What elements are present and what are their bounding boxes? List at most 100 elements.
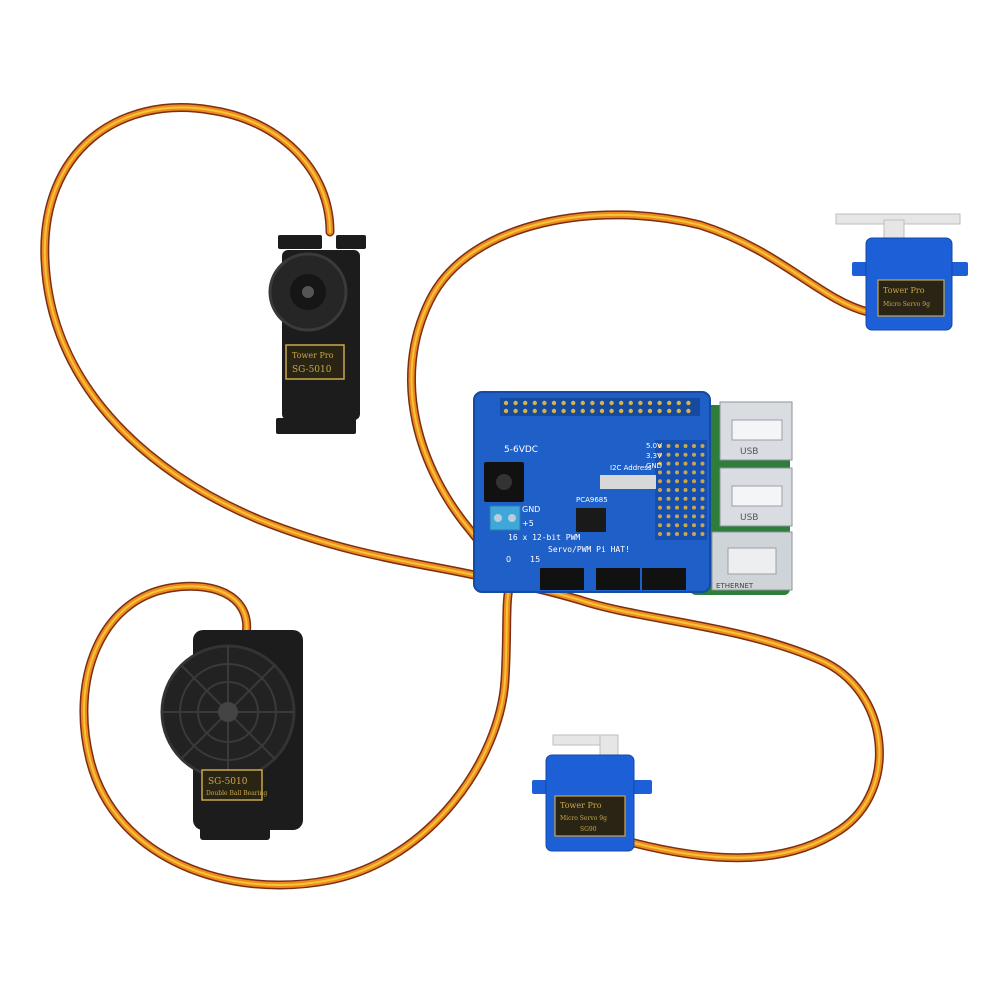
- proto-hole: [692, 514, 696, 519]
- proto-hole: [692, 470, 696, 475]
- proto-hole: [692, 488, 696, 492]
- gpio-pin: [590, 408, 595, 414]
- gpio-pin: [628, 408, 633, 414]
- gpio-header-icon: [500, 398, 700, 416]
- usb-port-icon: USB: [719, 401, 793, 461]
- proto-hole: [683, 479, 688, 484]
- micro-servo-right-brand: Tower Pro: [883, 286, 925, 295]
- proto-hole: [666, 496, 671, 501]
- gpio-pin: [503, 400, 509, 406]
- gpio-pin: [686, 408, 691, 414]
- proto-hole: [675, 444, 679, 448]
- gpio-pin: [599, 400, 605, 406]
- gpio-pin: [503, 408, 509, 414]
- proto-hole: [700, 479, 705, 484]
- hat-title-line1: 16 x 12-bit PWM: [508, 533, 580, 542]
- big-servo-top-model: SG-5010: [292, 365, 332, 375]
- proto-hole: [666, 523, 671, 528]
- big-servo-top-brand: Tower Pro: [292, 351, 334, 360]
- dc-jack-icon: [484, 462, 524, 502]
- micro-servo-bottom-brand: Tower Pro: [560, 801, 602, 810]
- proto-hole: [658, 523, 662, 528]
- gpio-pin: [647, 408, 653, 414]
- proto-hole: [700, 514, 705, 519]
- gpio-pin: [619, 400, 624, 406]
- proto-hole: [666, 452, 671, 457]
- big-servo-bottom: SG-5010 Double Ball Bearing: [160, 630, 303, 840]
- proto-hole: [700, 444, 705, 448]
- address-label: I2C Address: [610, 464, 652, 472]
- plus-label: +5: [522, 519, 534, 528]
- big-servo-top: Tower Pro SG-5010: [268, 235, 366, 434]
- gpio-pin: [667, 408, 672, 414]
- proto-hole: [683, 461, 688, 466]
- big-servo-bottom-model: SG-5010: [208, 777, 248, 787]
- proto-hole: [658, 532, 662, 536]
- cable-top-right: [407, 210, 873, 590]
- proto-hole: [658, 479, 662, 484]
- ethernet-port-icon: ETHERNET: [711, 531, 793, 591]
- servo-horn-icon: [268, 252, 348, 332]
- servo-horn-icon: [160, 644, 296, 780]
- proto-hole: [683, 488, 688, 492]
- proto-hole: [666, 488, 671, 492]
- proto-hole: [675, 514, 679, 519]
- voltage-label: 5-6VDC: [504, 445, 538, 455]
- proto-hole: [658, 496, 662, 501]
- gpio-pin: [532, 400, 537, 406]
- gpio-pin: [551, 400, 557, 406]
- proto-hole: [692, 452, 696, 457]
- proto-hole: [700, 452, 705, 457]
- proto-hole: [675, 496, 679, 501]
- usb-port-icon: USB: [719, 467, 793, 527]
- gpio-pin: [532, 408, 537, 414]
- channel-start: 0: [506, 555, 511, 564]
- gpio-pin: [619, 408, 624, 414]
- proto-hole: [700, 470, 705, 475]
- proto-hole: [692, 496, 696, 501]
- proto-hole: [683, 444, 688, 448]
- rail-3v-label: 3.3V: [646, 452, 662, 460]
- cable-top-left: [40, 103, 500, 585]
- micro-servo-bottom-subtitle: Micro Servo 9g: [560, 815, 607, 822]
- gpio-pin: [590, 400, 595, 406]
- gpio-pin: [657, 400, 662, 406]
- proto-hole: [658, 505, 662, 510]
- pwm-chip: [576, 508, 606, 532]
- gpio-pin: [513, 408, 518, 414]
- gpio-pin: [580, 400, 585, 406]
- gpio-pin: [523, 408, 528, 414]
- channel-end: 15: [530, 555, 540, 564]
- proto-hole: [700, 523, 705, 528]
- proto-hole: [658, 488, 662, 492]
- proto-hole: [658, 470, 662, 475]
- proto-hole: [700, 488, 705, 492]
- micro-servo-right: Tower Pro Micro Servo 9g: [835, 213, 968, 331]
- gpio-pin: [571, 408, 576, 414]
- hat-title-line2: Servo/PWM Pi HAT!: [548, 545, 630, 554]
- proto-hole: [683, 514, 688, 519]
- proto-hole: [675, 461, 679, 466]
- ethernet-label: ETHERNET: [716, 582, 754, 590]
- proto-hole: [675, 505, 679, 510]
- rail-5v-label: 5.0V: [646, 442, 662, 450]
- proto-hole: [666, 505, 671, 510]
- rail-gnd-label: GND: [646, 462, 662, 470]
- gnd-label: GND: [522, 505, 540, 514]
- proto-hole: [692, 532, 696, 536]
- micro-servo-bottom: Tower Pro Micro Servo 9g SG90: [532, 734, 652, 852]
- proto-hole: [692, 523, 696, 528]
- gpio-pin: [571, 400, 576, 406]
- proto-hole: [683, 470, 688, 475]
- gpio-pin: [609, 400, 614, 406]
- gpio-pin: [542, 408, 547, 414]
- gpio-pin: [609, 408, 614, 414]
- proto-hole: [683, 505, 688, 510]
- terminal-block-icon: [489, 505, 521, 531]
- gpio-pin: [599, 408, 605, 414]
- gpio-pin: [561, 408, 566, 414]
- gpio-pin: [542, 400, 547, 406]
- proto-hole: [700, 505, 705, 510]
- address-jumpers: [600, 475, 656, 489]
- gpio-pin: [580, 408, 585, 414]
